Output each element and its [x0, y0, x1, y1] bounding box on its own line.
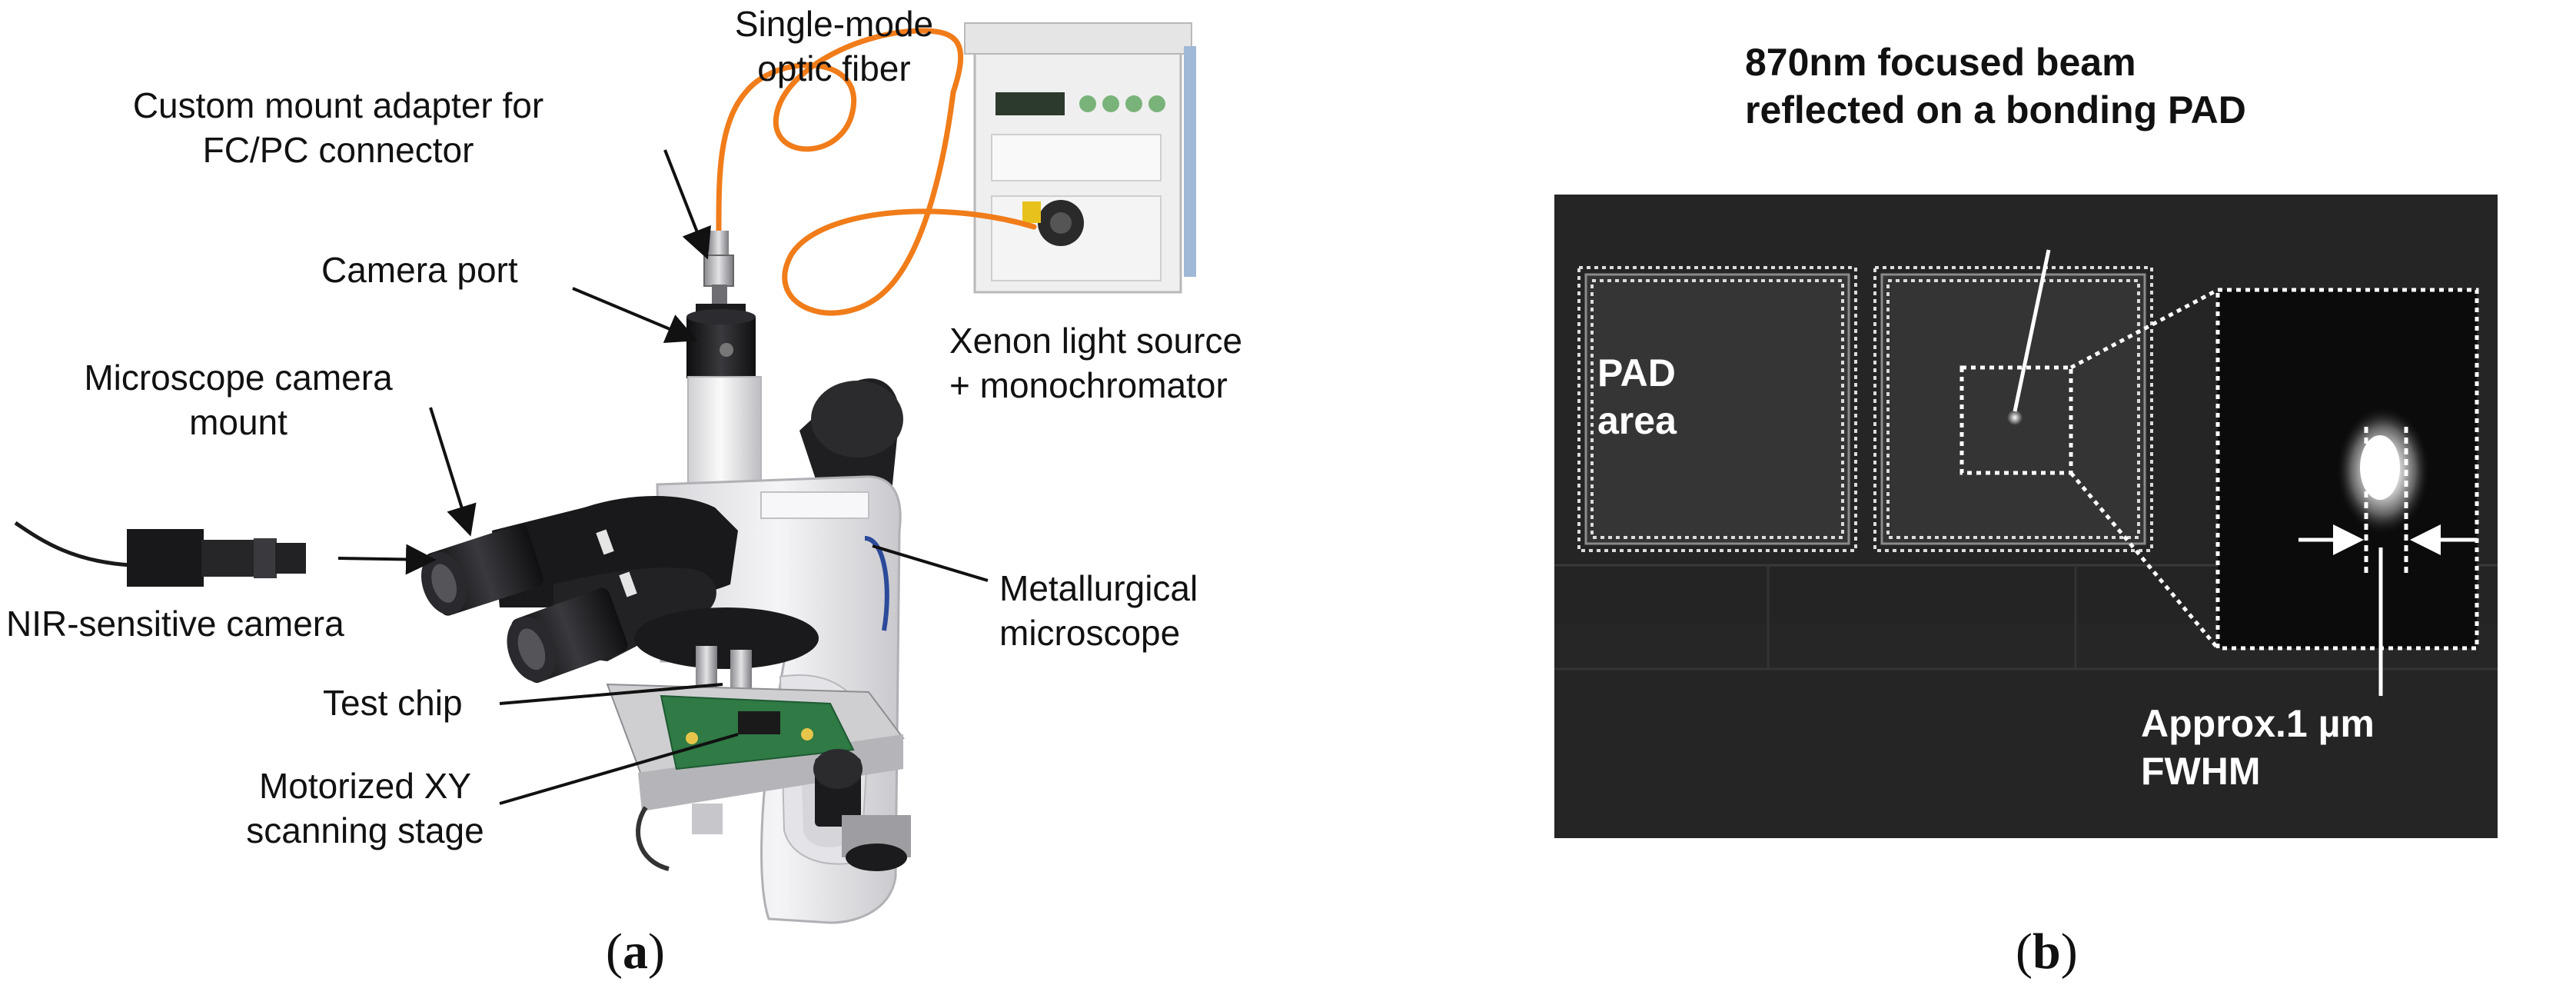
zoom-inset [2215, 288, 2479, 696]
label-fwhm: Approx.1 µm FWHM [2141, 702, 2375, 793]
xenon-light-source [964, 22, 1196, 294]
callout-lines [337, 149, 989, 805]
pad-area-left [1577, 266, 1857, 552]
optic-fiber-lower [782, 89, 1037, 316]
scanning-stage [606, 683, 911, 871]
focus-roi-box [1959, 365, 2073, 475]
label-test-chip: Test chip [323, 683, 463, 723]
trinocular-tube [687, 376, 762, 501]
label-motorized-xy-stage: Motorized XY scanning stage [246, 766, 484, 850]
camera-port [686, 304, 756, 378]
nir-camera [14, 521, 306, 587]
objective-turret [634, 607, 819, 692]
label-metallurgical-microscope: Metallurgical microscope [999, 568, 1198, 653]
illuminator-head [799, 378, 903, 500]
optic-fiber [716, 28, 964, 234]
label-single-mode-fiber: Single-mode optic fiber [734, 4, 934, 88]
label-870nm-focused-beam: 870nm focused beam reflected on a bondin… [1745, 41, 2246, 131]
beam-callout-line [2013, 249, 2051, 412]
label-nir-sensitive-camera: NIR-sensitive camera [6, 604, 344, 644]
caption-a: (a) [606, 923, 665, 980]
focused-beam-spot [2007, 410, 2023, 425]
binocular-head [421, 496, 738, 683]
pad-area-right [1873, 266, 2153, 552]
label-xenon-light-source: Xenon light source + monochromator [949, 321, 1243, 405]
label-custom-mount-adapter: Custom mount adapter for FC/PC connector [132, 85, 544, 170]
label-pad-area: PAD area [1597, 351, 1677, 442]
label-camera-port: Camera port [321, 250, 518, 290]
label-microscope-camera-mount: Microscope camera mount [84, 358, 393, 442]
caption-b: (b) [2016, 923, 2078, 980]
